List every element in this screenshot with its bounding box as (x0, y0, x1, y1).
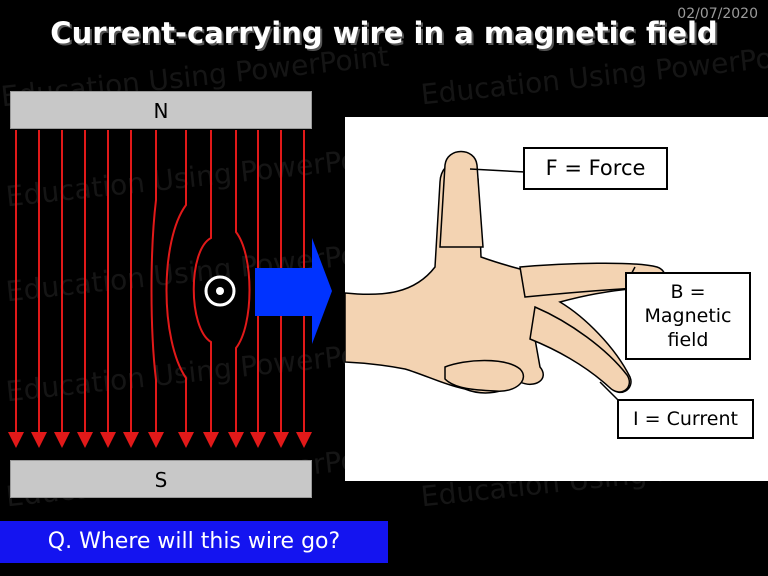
south-magnet: S (10, 460, 312, 498)
force-pointer-line (469, 168, 526, 173)
field-label-line: Magnetic (644, 305, 732, 327)
north-pole-label: N (153, 99, 169, 123)
thumb-force-finger (439, 150, 484, 248)
slide-title: Current-carrying wire in a magnetic fiel… (50, 16, 718, 50)
curled-finger (444, 359, 525, 392)
current-label: I = Current (617, 399, 754, 439)
south-pole-label: S (154, 468, 168, 492)
field-label-line: B = (670, 281, 706, 303)
field-line (228, 130, 251, 448)
force-arrow-icon (255, 238, 332, 344)
force-label: F = Force (523, 147, 668, 190)
question-banner: Q. Where will this wire go? (0, 521, 388, 563)
current-out-of-page-icon (204, 275, 236, 307)
field-line (148, 130, 164, 448)
magnetic-field-label: B = Magnetic field (625, 272, 751, 360)
field-line (165, 130, 194, 448)
field-line (192, 130, 219, 448)
flemings-left-hand-illustration (344, 150, 667, 403)
field-label-line: field (667, 329, 709, 351)
middle-current-finger (529, 305, 630, 393)
north-magnet: N (10, 91, 312, 129)
slide-date: 02/07/2020 (677, 6, 758, 22)
magnetic-field-diagram (8, 130, 332, 448)
current-pointer-line (599, 381, 621, 403)
